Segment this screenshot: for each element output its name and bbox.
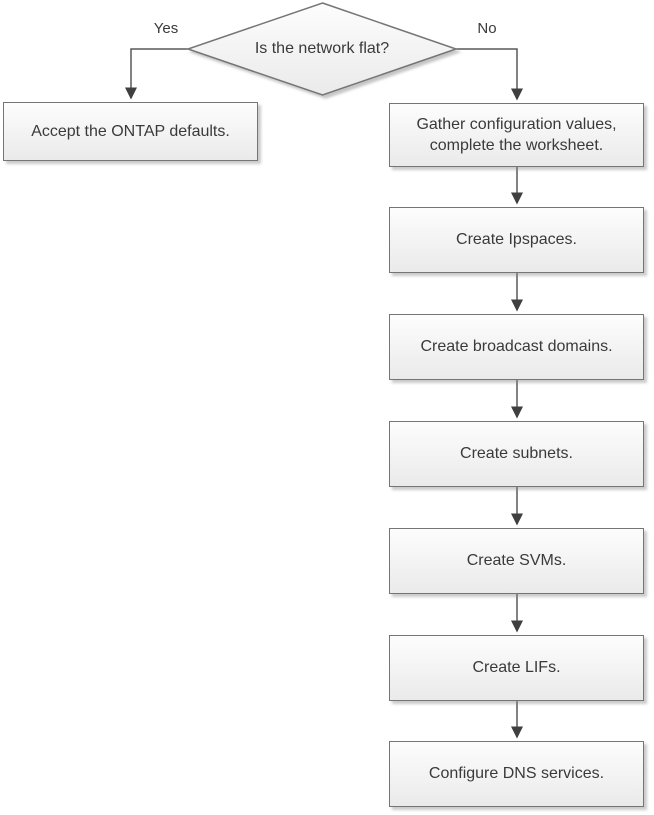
branch-label-yes: Yes — [153, 20, 179, 37]
decision-diamond — [185, 2, 459, 96]
connector-no-branch — [456, 48, 523, 101]
connector-yes-branch — [125, 48, 188, 100]
process-node-create-subnets: Create subnets. — [389, 421, 644, 487]
process-node-label: Create subnets. — [460, 445, 573, 463]
process-node-create-svms: Create SVMs. — [389, 528, 644, 594]
process-node-label: Accept the ONTAP defaults. — [31, 122, 230, 140]
process-node-accept-defaults: Accept the ONTAP defaults. — [3, 102, 258, 161]
process-node-label: Create LIFs. — [472, 659, 561, 677]
process-node-create-ipspaces: Create Ipspaces. — [389, 207, 644, 273]
process-node-label: Configure DNS services. — [428, 765, 605, 783]
process-node-gather-values: Gather configuration values, complete th… — [389, 103, 644, 167]
process-node-label: Gather configuration values, complete th… — [416, 115, 617, 154]
process-node-configure-dns: Configure DNS services. — [389, 741, 644, 807]
process-node-label: Create broadcast domains. — [420, 338, 613, 356]
process-node-label: Create Ipspaces. — [456, 231, 577, 249]
process-node-create-broadcast-domains: Create broadcast domains. — [389, 314, 644, 380]
process-node-create-lifs: Create LIFs. — [389, 635, 644, 701]
branch-label-no: No — [477, 20, 497, 37]
process-node-label: Create SVMs. — [466, 552, 567, 570]
